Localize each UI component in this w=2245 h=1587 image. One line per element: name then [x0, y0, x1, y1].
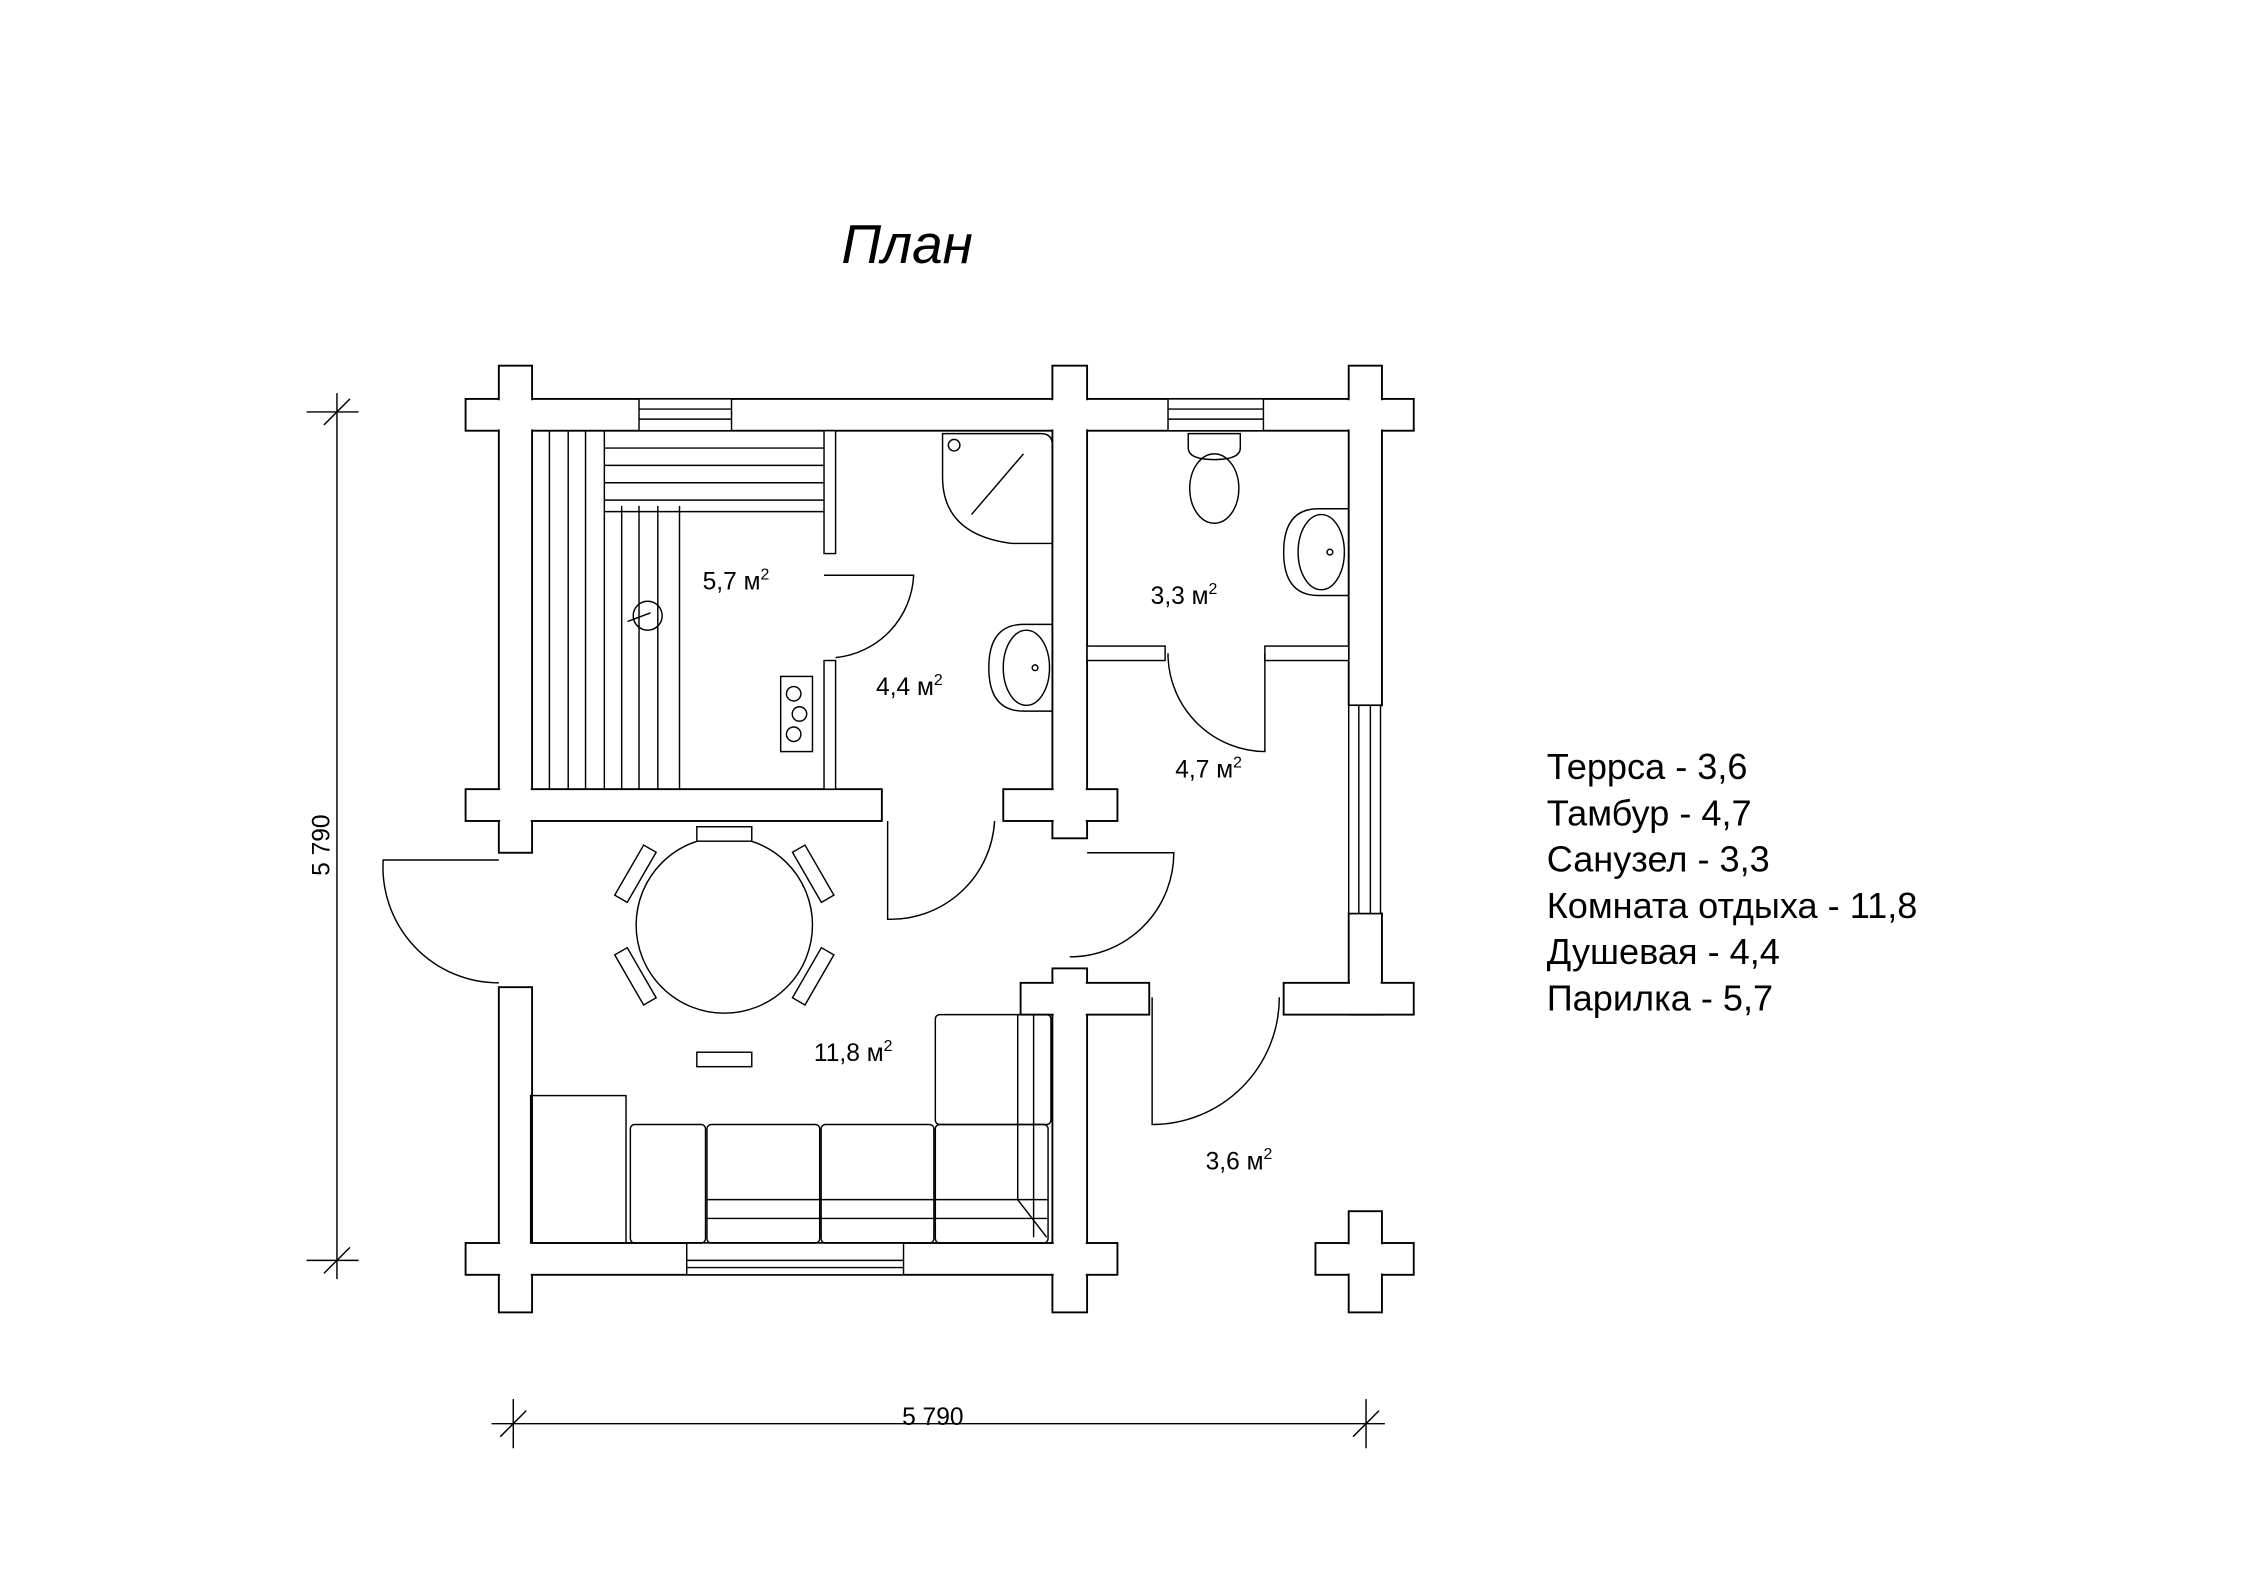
legend-item: Парилка - 5,7 — [1547, 977, 1773, 1018]
sauna-heater-icon — [779, 675, 814, 753]
room-area-shower: 4,4 м2 — [876, 672, 943, 701]
legend-item: Тамбур - 4,7 — [1547, 792, 1752, 833]
legend-item: Комната отдыха - 11,8 — [1547, 885, 1918, 926]
wall-segment — [1004, 790, 1117, 820]
sauna-benches — [548, 429, 837, 790]
sink-icon — [988, 508, 1350, 712]
dining-table — [613, 826, 835, 1068]
walls — [464, 364, 1415, 1314]
legend: Террса - 3,6 Тамбур - 4,7 Санузел - 3,3 … — [1547, 746, 1918, 1018]
room-area-vestibule: 4,7 м2 — [1175, 754, 1242, 783]
plan-title: План — [841, 213, 973, 275]
dimension-horizontal: 5 790 — [902, 1404, 963, 1431]
room-area-lounge: 11,8 м2 — [814, 1038, 893, 1067]
wall-segment — [466, 790, 881, 820]
dimension-vertical: 5 790 — [309, 814, 336, 875]
wall-segment — [1284, 984, 1413, 1014]
shower-cabin-icon — [941, 432, 1054, 545]
dimension-lines — [306, 393, 1385, 1449]
room-labels: 5,7 м2 4,4 м2 3,3 м2 4,7 м2 11,8 м2 3,6 … — [703, 567, 1273, 1176]
legend-item: Душевая - 4,4 — [1547, 931, 1780, 972]
room-area-terrace: 3,6 м2 — [1206, 1146, 1273, 1175]
legend-item: Санузел - 3,3 — [1547, 839, 1770, 880]
toilet-icon — [1187, 432, 1242, 524]
room-area-wc: 3,3 м2 — [1151, 581, 1218, 610]
wall-segment — [1349, 366, 1381, 705]
wall-segment — [500, 366, 531, 852]
wall-segment — [1053, 366, 1086, 838]
room-area-steam: 5,7 м2 — [703, 567, 770, 596]
wall-segment — [466, 400, 1413, 430]
legend-item: Террса - 3,6 — [1547, 746, 1748, 787]
corner-sofa — [529, 1013, 1052, 1244]
doors — [382, 574, 1281, 1126]
windows — [638, 398, 1382, 1276]
partitions — [1086, 645, 1350, 662]
wall-segment — [1021, 984, 1148, 1014]
wall-segment — [1349, 1212, 1381, 1312]
